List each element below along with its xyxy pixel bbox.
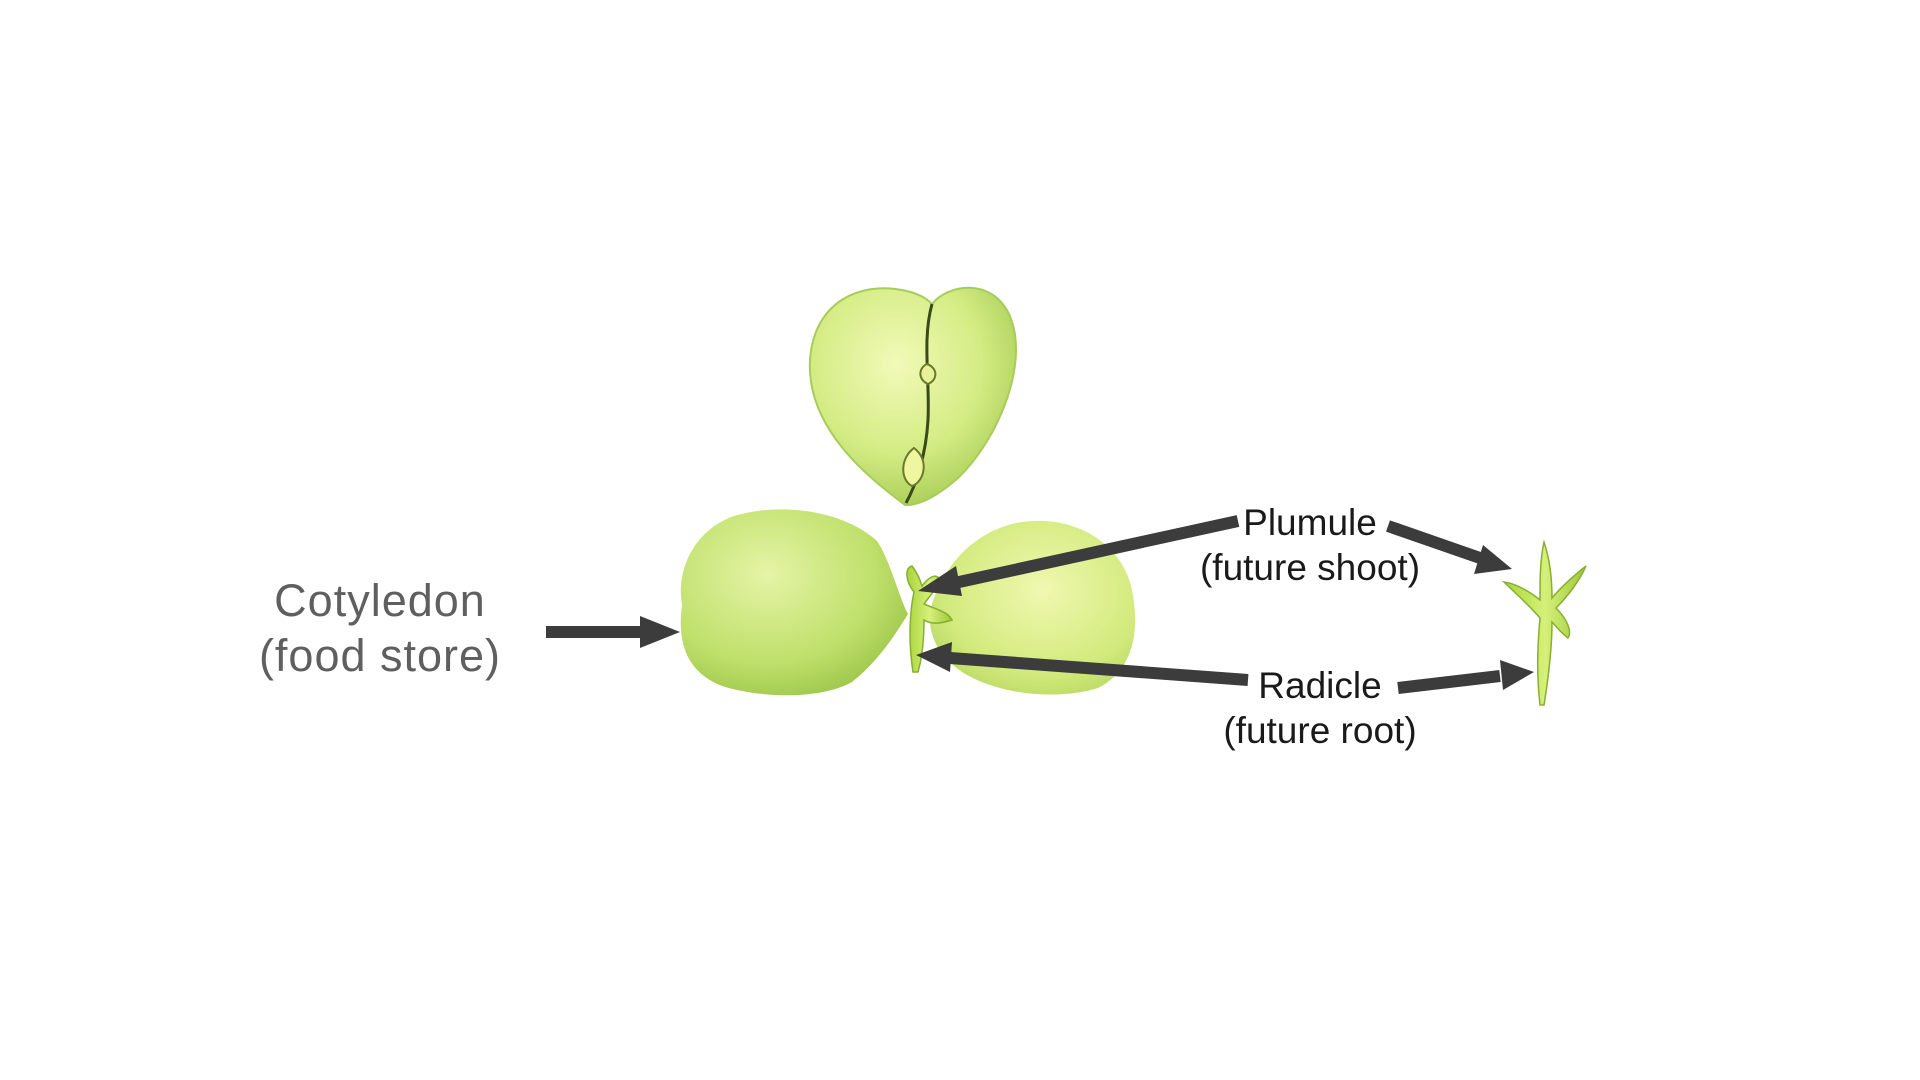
whole-seed (808, 286, 1017, 507)
cotyledon-label: Cotyledon (food store) (220, 574, 540, 684)
cotyledon-right (929, 520, 1136, 695)
embryo-isolated (1501, 539, 1587, 706)
arrow-plumule-center (918, 515, 1240, 596)
radicle-description: (future root) (1223, 710, 1417, 752)
arrow-cotyledon (546, 616, 680, 648)
plumule-description: (future shoot) (1199, 547, 1421, 589)
cotyledon-left (680, 509, 908, 696)
cotyledon-name: Cotyledon (274, 575, 486, 626)
micropyle (902, 446, 925, 488)
arrow-radicle-isolated (1397, 660, 1534, 694)
seed-coat (808, 286, 1017, 507)
pointer-arrows (546, 515, 1534, 694)
cotyledon-description: (food store) (258, 629, 502, 681)
arrow-radicle-center (916, 642, 1249, 686)
plumule-label: Plumule (future shoot) (1170, 500, 1450, 590)
plumule-name: Plumule (1243, 502, 1377, 543)
radicle-name: Radicle (1258, 665, 1382, 706)
arrow-plumule-isolated (1386, 520, 1512, 574)
radicle-label: Radicle (future root) (1180, 663, 1460, 753)
hilum (919, 362, 937, 386)
